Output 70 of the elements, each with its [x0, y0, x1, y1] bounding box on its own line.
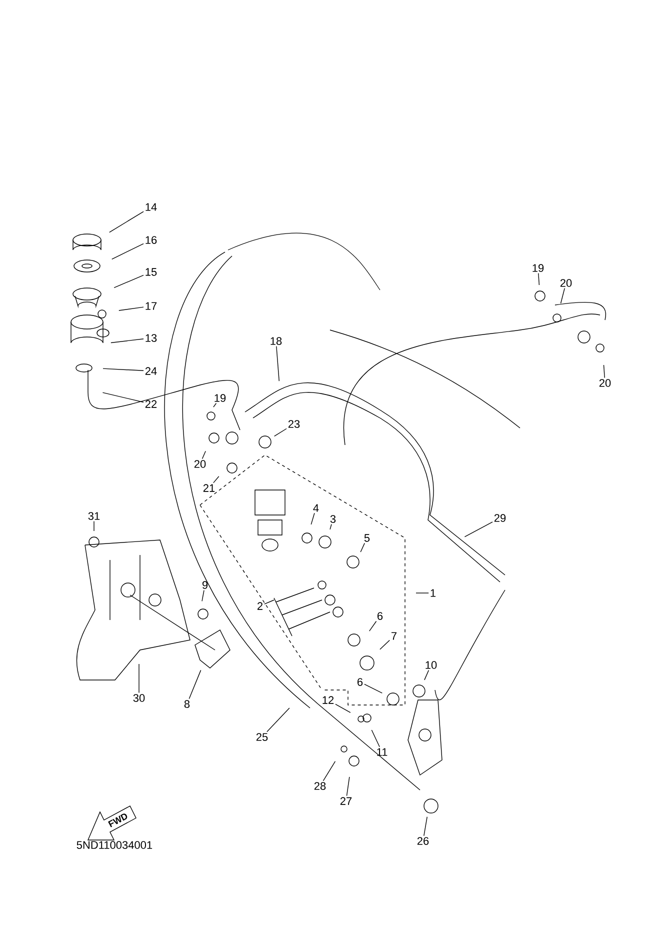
callout-number: 6	[378, 612, 383, 620]
callout-number: 16	[146, 236, 157, 244]
leader-line	[364, 684, 382, 694]
leader-line	[371, 730, 380, 748]
leader-line	[110, 338, 144, 344]
callout-number: 15	[146, 268, 157, 276]
callout-number: 9	[202, 581, 208, 589]
leader-line	[213, 476, 220, 484]
callout-number: 10	[426, 661, 437, 669]
callout-number: 19	[214, 394, 226, 402]
callout-number: 23	[288, 420, 300, 428]
leader-line	[114, 274, 144, 288]
leader-line	[109, 211, 144, 233]
leader-line	[335, 704, 351, 713]
leader-line	[424, 816, 428, 836]
callout-number: 28	[314, 782, 326, 790]
leader-line	[360, 542, 365, 552]
callout-number: 18	[270, 337, 282, 345]
callout-number: 26	[417, 837, 429, 845]
leader-line	[346, 776, 350, 796]
callout-number: 31	[88, 512, 100, 520]
callout-number: 8	[184, 700, 190, 708]
callout-number: 3	[330, 515, 336, 523]
leader-line	[188, 670, 202, 700]
callout-number: 17	[146, 302, 157, 310]
callout-number: 4	[313, 504, 319, 512]
callout-number: 29	[494, 514, 506, 522]
leader-line	[369, 620, 377, 632]
leader-line	[276, 346, 280, 382]
diagram-code: 5ND110034001	[76, 841, 152, 849]
callout-number: 2	[258, 602, 262, 610]
callout-number: 19	[532, 264, 544, 272]
callout-number: 27	[340, 797, 352, 805]
leader-line	[603, 364, 605, 378]
leader-line	[202, 450, 206, 460]
callout-number: 6	[358, 678, 363, 686]
leader-line	[322, 761, 336, 782]
leader-line	[138, 664, 140, 694]
leader-line	[274, 428, 287, 437]
leader-line	[424, 670, 430, 680]
leader-line	[112, 243, 144, 260]
leader-line	[118, 306, 144, 311]
leader-line	[560, 288, 565, 304]
leader-line	[264, 600, 274, 604]
callout-number: 24	[145, 367, 157, 375]
leader-line	[380, 640, 390, 650]
leader-line	[330, 524, 332, 530]
callout-number: 14	[146, 203, 157, 211]
leader-line	[102, 392, 144, 403]
leader-line	[266, 708, 290, 732]
leader-line	[538, 272, 540, 286]
callout-number: 12	[322, 696, 334, 704]
callout-number: 13	[146, 334, 157, 342]
callout-number: 5	[364, 534, 370, 542]
callout-number: 21	[203, 484, 215, 492]
callout-number: 30	[133, 694, 145, 702]
leader-line	[202, 590, 204, 602]
leader-line	[416, 592, 429, 594]
leader-line	[310, 512, 315, 525]
callout-number: 7	[392, 632, 396, 640]
callout-number: 20	[599, 379, 611, 387]
callout-number: 25	[256, 733, 268, 741]
callout-number: 20	[560, 279, 572, 287]
leader-line	[102, 368, 144, 371]
leader-line	[464, 522, 493, 538]
leader-line	[213, 402, 217, 408]
callout-number: 20	[194, 460, 206, 468]
callout-number: 1	[430, 589, 436, 597]
callout-number: 22	[145, 400, 157, 408]
callout-number: 11	[377, 748, 388, 756]
